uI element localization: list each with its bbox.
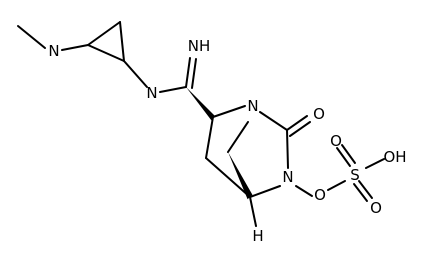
bond-amidine-double-2 <box>191 58 197 89</box>
bond-ring-c3-c4 <box>205 157 251 198</box>
atom-hydroxyl: OH <box>383 148 406 166</box>
wedge-c5-bridge <box>228 152 253 200</box>
bond-n-cyclopropyl <box>61 44 89 51</box>
bond-carbonyl-double-2 <box>289 121 311 137</box>
bond-amidine-double-1 <box>185 57 191 88</box>
atom-sulfonyl-o-top: O <box>330 132 342 150</box>
atom-methylamine-n: N <box>48 42 59 60</box>
atom-sulfonyl-o-bottom: O <box>370 199 382 217</box>
bond-s-oh <box>365 158 385 169</box>
atom-carbonyl-o: O <box>313 105 325 123</box>
atom-hydroxamate-n: N <box>282 168 293 186</box>
wedge-layer <box>186 87 257 227</box>
bond-c2-n1 <box>212 105 246 118</box>
atom-amidine-n: N <box>146 84 157 102</box>
bond-cyclopropane-2 <box>119 21 125 62</box>
atom-sulfur: S <box>350 166 360 184</box>
atom-label-layer: N NH N N O N O S O O OH H <box>48 37 406 245</box>
bond-n1-bridge <box>227 121 249 153</box>
atom-amidine-imine: NH <box>188 37 211 55</box>
atom-stereo-h: H <box>252 227 263 245</box>
bond-amidine-n-c <box>159 86 187 93</box>
bond-n6-ester-o <box>295 185 313 197</box>
bond-methyl-n <box>17 25 46 49</box>
bond-s-o-top-1 <box>336 147 351 167</box>
bond-ester-o-s <box>327 180 346 191</box>
bond-ring-c2-c3 <box>205 116 214 159</box>
bond-c5-h <box>249 196 257 227</box>
wedge-amidine-c2 <box>186 87 215 121</box>
bond-n1-carbonyl-c <box>259 111 288 131</box>
bond-layer <box>17 21 385 202</box>
bond-cyclopropyl-amidine-n <box>123 60 148 88</box>
bond-s-o-bottom-2 <box>358 180 373 199</box>
bond-s-o-top-2 <box>341 144 356 164</box>
atom-ester-o: O <box>314 186 326 204</box>
bond-carbonyl-n6 <box>286 129 289 169</box>
bond-n6-c5 <box>249 185 281 198</box>
bond-s-o-bottom-1 <box>353 183 368 202</box>
bond-carbonyl-double-1 <box>286 115 308 131</box>
atom-bridgehead-n: N <box>247 97 258 115</box>
bond-cyclopropane-1 <box>87 21 121 46</box>
bond-cyclopropane-3 <box>87 44 125 62</box>
